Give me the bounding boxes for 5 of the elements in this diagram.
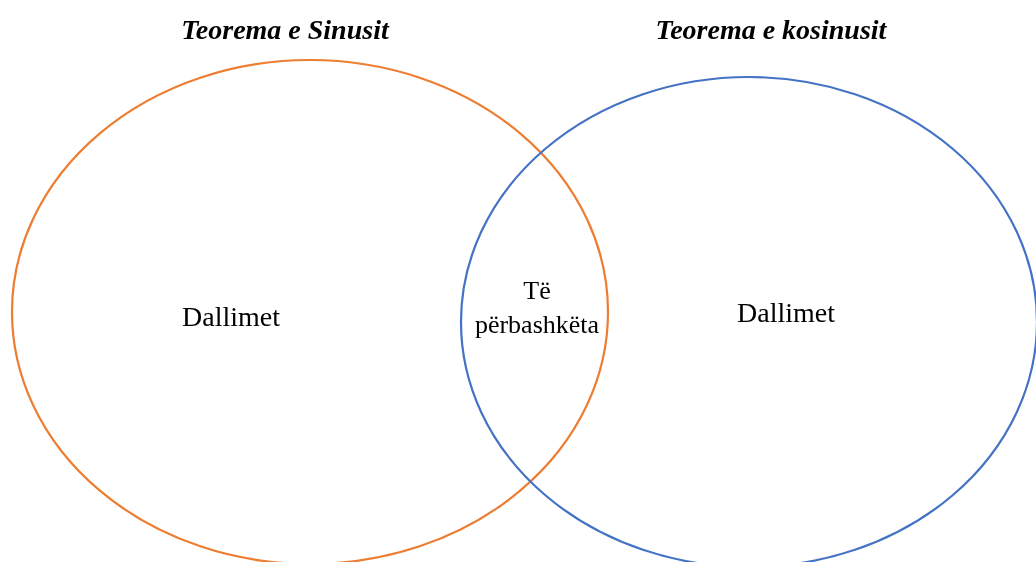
- overlap-label: Të përbashkëta: [473, 275, 601, 341]
- set-title: Teorema e Sinusit: [181, 13, 389, 47]
- set-label: Dallimet: [737, 296, 835, 330]
- set-title: Teorema e kosinusit: [655, 13, 887, 47]
- set-label: Dallimet: [182, 300, 280, 334]
